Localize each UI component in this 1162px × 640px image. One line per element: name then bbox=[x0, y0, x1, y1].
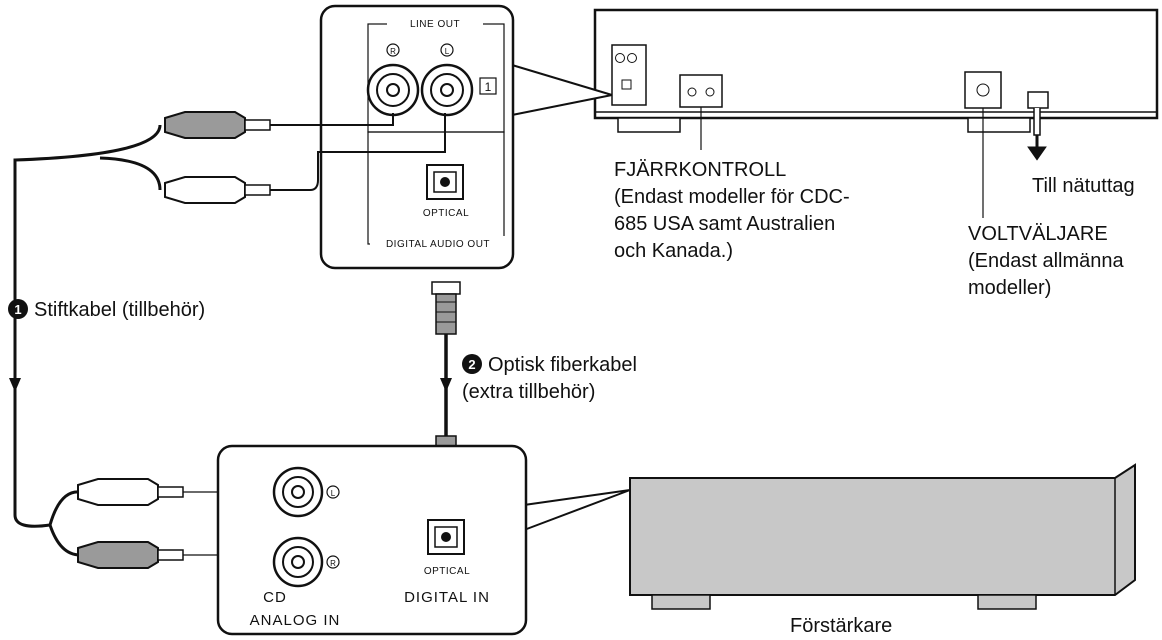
cd-player-rear bbox=[593, 8, 1159, 218]
svg-text:FJÄRRKONTROLL: FJÄRRKONTROLL bbox=[614, 159, 786, 181]
rca-plug-white-top bbox=[164, 176, 271, 204]
svg-text:R: R bbox=[390, 47, 396, 56]
mains-arrow-icon bbox=[1027, 135, 1047, 161]
optical-in-jack[interactable] bbox=[427, 519, 465, 555]
mini-jack-block bbox=[611, 44, 647, 106]
svg-text:modeller): modeller) bbox=[968, 277, 1051, 299]
digital-in-label: DIGITAL IN bbox=[404, 589, 490, 606]
optical-in-label: OPTICAL bbox=[424, 566, 470, 577]
down-arrow-icon bbox=[9, 378, 21, 392]
svg-text:L: L bbox=[331, 489, 336, 498]
down-arrow-icon-2 bbox=[440, 378, 452, 392]
pin-cable-label: 1 Stiftkabel (tillbehör) bbox=[8, 299, 205, 321]
analog-in-label: ANALOG IN bbox=[250, 612, 341, 629]
mains-label: Till nätuttag bbox=[1032, 175, 1135, 197]
svg-text:L: L bbox=[445, 47, 450, 56]
amplifier-label: Förstärkare bbox=[790, 615, 892, 637]
svg-text:R: R bbox=[330, 559, 336, 568]
amp-panel-callout: L R CD ANALOG IN OPTICAL DIGITAL IN bbox=[216, 444, 631, 636]
amplifier-unit bbox=[629, 463, 1136, 610]
svg-text:(extra tillbehör): (extra tillbehör) bbox=[462, 381, 595, 403]
line-out-label: LINE OUT bbox=[410, 19, 460, 30]
svg-text:VOLTVÄLJARE: VOLTVÄLJARE bbox=[968, 223, 1108, 245]
optical-out-jack[interactable] bbox=[426, 164, 464, 200]
voltage-label: VOLTVÄLJARE (Endast allmänna modeller) bbox=[968, 223, 1125, 299]
svg-text:och Kanada.): och Kanada.) bbox=[614, 240, 733, 262]
analog-in-right-jack[interactable] bbox=[272, 536, 324, 588]
rear-panel-callout: LINE OUT R L 1 OPTICAL DIGITAL AUDIO OUT bbox=[319, 4, 613, 270]
optical-out-label: OPTICAL bbox=[423, 208, 469, 219]
remote-jacks bbox=[679, 74, 723, 108]
analog-in-left-jack[interactable] bbox=[272, 466, 324, 518]
voltage-selector bbox=[964, 71, 1002, 109]
badge-1 bbox=[8, 299, 28, 319]
digital-audio-out-label: DIGITAL AUDIO OUT bbox=[386, 239, 490, 250]
line-out-left-jack[interactable] bbox=[420, 63, 474, 117]
svg-text:Optisk fiberkabel: Optisk fiberkabel bbox=[488, 354, 637, 376]
svg-text:1: 1 bbox=[14, 302, 21, 317]
svg-text:685 USA samt Australien: 685 USA samt Australien bbox=[614, 213, 835, 235]
badge-2 bbox=[462, 354, 482, 374]
remote-label: FJÄRRKONTROLL (Endast modeller för CDC- … bbox=[614, 159, 850, 262]
svg-text:Stiftkabel (tillbehör): Stiftkabel (tillbehör) bbox=[34, 299, 205, 321]
cd-label: CD bbox=[263, 589, 287, 606]
svg-text:2: 2 bbox=[468, 357, 475, 372]
note-number: 1 bbox=[485, 80, 492, 94]
rca-plug-grey-top bbox=[164, 111, 271, 139]
svg-text:(Endast allmänna: (Endast allmänna bbox=[968, 250, 1125, 272]
svg-text:(Endast modeller för CDC-: (Endast modeller för CDC- bbox=[614, 186, 850, 208]
rca-plug-white-bottom bbox=[77, 478, 270, 506]
pin-cable bbox=[9, 111, 446, 569]
optical-cable-label: 2 Optisk fiberkabel (extra tillbehör) bbox=[462, 354, 637, 403]
